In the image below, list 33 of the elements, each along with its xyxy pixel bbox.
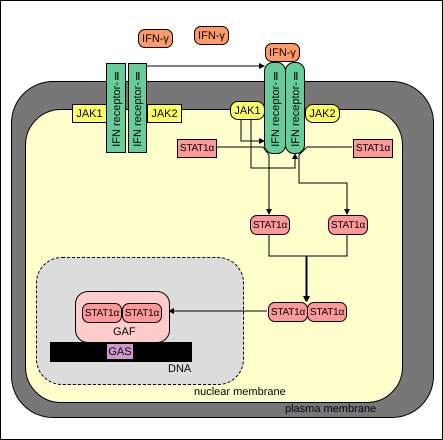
protein-block: STAT1α xyxy=(250,215,290,235)
protein-block: STAT1α xyxy=(268,302,308,322)
binding-site: GAS xyxy=(107,344,133,359)
kinase-block: JAK2 xyxy=(147,104,182,123)
protein-block: STAT1α xyxy=(307,302,347,322)
protein-complex xyxy=(75,291,170,343)
arrow xyxy=(304,234,348,302)
receptor-bar: IFN receptor-Ⅱ xyxy=(106,63,126,153)
arrow xyxy=(268,234,309,302)
arrow xyxy=(216,146,272,215)
membrane-label: plasma membrane xyxy=(285,403,376,415)
ligand-block: IFN-γ xyxy=(138,29,173,48)
arrow xyxy=(168,308,268,314)
protein-block: STAT1α xyxy=(82,303,122,323)
complex-label: GAF xyxy=(113,326,136,338)
dna-label: DNA xyxy=(168,363,192,375)
protein-block: STAT1α xyxy=(177,139,217,158)
kinase-block: JAK1 xyxy=(230,101,265,120)
kinase-block: JAK2 xyxy=(305,104,340,123)
arrow xyxy=(146,63,265,69)
kinase-block: JAK1 xyxy=(72,104,107,123)
protein-block: STAT1α xyxy=(353,139,393,158)
receptor-bar: IFN receptor-Ⅱ xyxy=(128,63,147,153)
receptor-bar: IFN receptor-Ⅱ xyxy=(285,62,305,154)
arrow xyxy=(298,146,352,215)
receptor-bar: IFN receptor-Ⅱ xyxy=(264,62,286,154)
arrow xyxy=(250,118,298,168)
protein-block: STAT1α xyxy=(328,215,368,235)
ligand-block: IFN-γ xyxy=(194,26,229,45)
protein-block: STAT1α xyxy=(122,303,162,323)
arrow xyxy=(240,118,265,144)
ligand-block: IFN-γ xyxy=(265,43,300,62)
membrane-label: nuclear membrane xyxy=(194,386,286,398)
